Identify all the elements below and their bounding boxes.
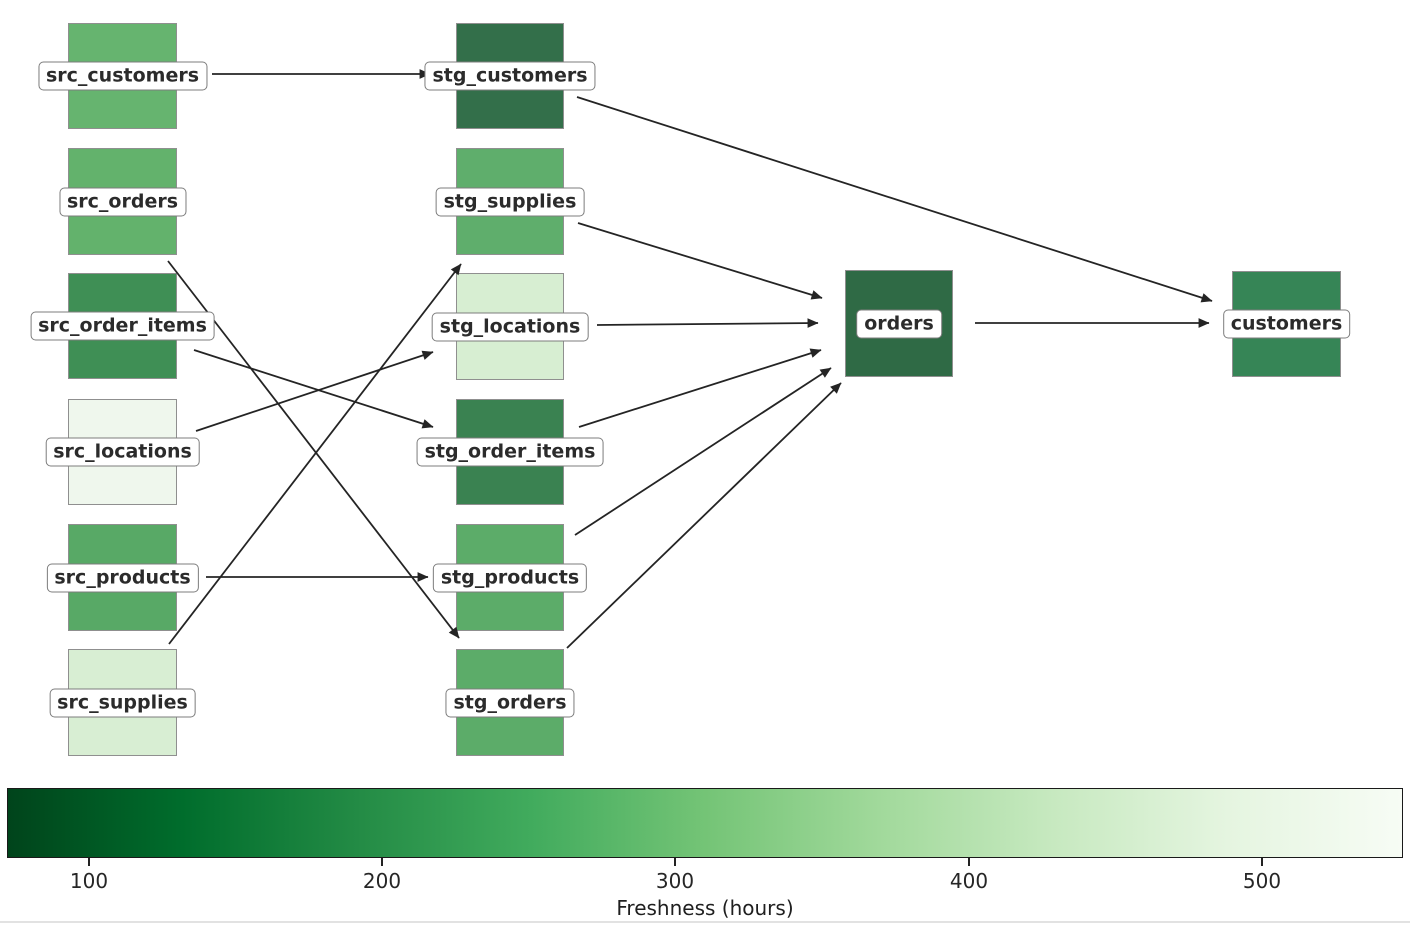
edge-src_locations-to-stg_locations [195, 350, 434, 432]
colorbar-tickmark-200 [381, 858, 383, 866]
edge-stg_locations-to-orders [596, 318, 819, 328]
colorbar-ticklabel-300: 300 [655, 869, 695, 893]
edge-stg_order_items-to-orders [578, 348, 822, 428]
edge-stg_customers-to-customers [576, 96, 1213, 303]
node-label-src_customers: src_customers [37, 61, 208, 91]
colorbar-axis-label: Freshness (hours) [616, 896, 794, 920]
edge-src_supplies-to-stg_supplies [168, 263, 462, 645]
figure-bottom-rule [0, 921, 1410, 923]
node-label-src_locations: src_locations [45, 437, 200, 467]
edge-src_order_items-to-stg_order_items [193, 349, 434, 429]
colorbar-ticklabel-500: 500 [1242, 869, 1282, 893]
node-label-src_order_items: src_order_items [30, 311, 215, 341]
colorbar-gradient [7, 788, 1403, 858]
edge-src_orders-to-stg_orders [167, 260, 460, 639]
colorbar-tickmark-300 [674, 858, 676, 866]
edge-stg_orders-to-orders [566, 382, 842, 649]
node-label-stg_products: stg_products [432, 563, 588, 592]
edge-stg_supplies-to-orders [577, 222, 823, 300]
node-label-customers: customers [1222, 309, 1351, 339]
colorbar-tickmark-500 [1261, 858, 1263, 866]
node-label-stg_customers: stg_customers [424, 61, 596, 91]
node-label-src_products: src_products [46, 563, 199, 592]
node-label-orders: orders [856, 309, 942, 338]
node-label-stg_locations: stg_locations [431, 312, 589, 341]
colorbar-ticklabel-100: 100 [69, 869, 109, 893]
node-label-stg_order_items: stg_order_items [416, 437, 604, 467]
node-label-src_orders: src_orders [58, 187, 187, 216]
node-label-stg_orders: stg_orders [445, 688, 575, 717]
node-label-stg_supplies: stg_supplies [435, 187, 585, 216]
edge-stg_products-to-orders [574, 367, 832, 536]
node-label-src_supplies: src_supplies [49, 688, 196, 717]
colorbar-ticklabel-400: 400 [949, 869, 989, 893]
colorbar-tickmark-100 [88, 858, 90, 866]
colorbar-tickmark-400 [968, 858, 970, 866]
colorbar-ticklabel-200: 200 [362, 869, 402, 893]
